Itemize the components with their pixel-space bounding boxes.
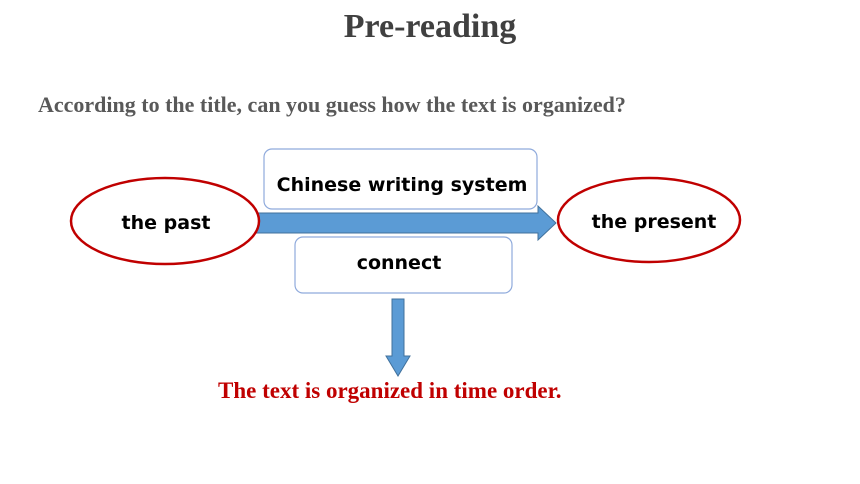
page-title: Pre-reading xyxy=(343,8,517,45)
present-label: the present xyxy=(592,211,717,233)
present-ellipse xyxy=(556,176,742,264)
question-text: According to the title, can you guess ho… xyxy=(38,92,626,117)
topic-box xyxy=(263,148,538,210)
connect-box-label: connect xyxy=(357,252,442,274)
connect-box xyxy=(294,236,513,294)
conclusion-text: The text is organized in time order. xyxy=(218,378,562,403)
down-arrow xyxy=(385,298,411,377)
topic-box-label: Chinese writing system xyxy=(277,174,528,196)
past-label: the past xyxy=(122,212,211,234)
past-ellipse xyxy=(69,176,261,266)
main-arrow xyxy=(255,204,557,242)
